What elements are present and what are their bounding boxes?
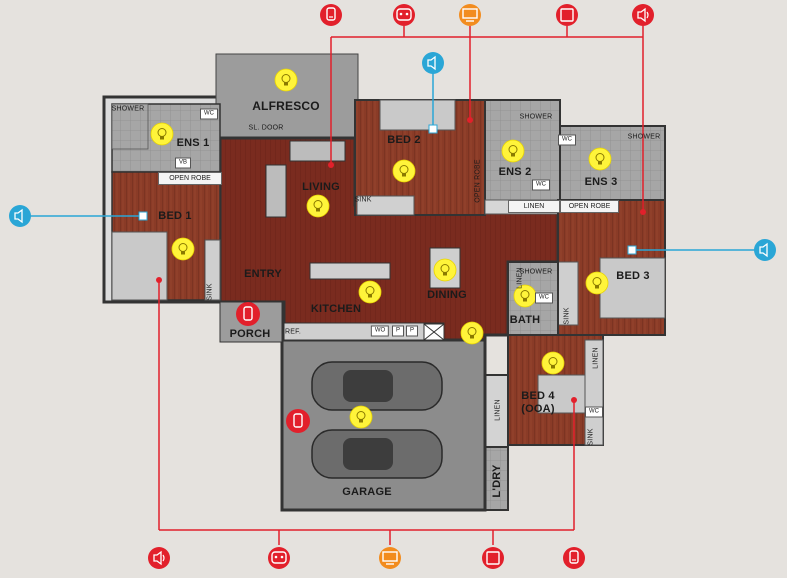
vb-label: VB — [174, 157, 192, 169]
sliding-door-label: SL. DOOR — [248, 124, 284, 132]
wc-label-5: WC — [585, 406, 603, 418]
room-label-bed4: BED 4 — [521, 390, 555, 402]
wc-label-4: WC — [532, 179, 550, 191]
sensor-icon[interactable] — [563, 547, 585, 569]
light-bulb-icon[interactable] — [306, 194, 330, 218]
robot-vacuum-icon[interactable] — [393, 4, 415, 26]
room-label-alfresco: ALFRESCO — [252, 99, 320, 113]
light-bulb-icon[interactable] — [460, 321, 484, 345]
linen-label-1: LINEN — [508, 200, 560, 213]
light-bulb-icon[interactable] — [274, 68, 298, 92]
room-label-bed1: BED 1 — [158, 210, 192, 222]
room-label-entry: ENTRY — [244, 268, 282, 280]
room-label-living: LIVING — [302, 181, 340, 193]
linen-label-2: LINEN — [592, 347, 600, 369]
sensor-icon[interactable] — [320, 4, 342, 26]
light-bulb-icon[interactable] — [358, 280, 382, 304]
robot-vacuum-icon[interactable] — [268, 547, 290, 569]
speaker-icon[interactable] — [422, 52, 444, 74]
light-bulb-icon[interactable] — [588, 147, 612, 171]
linen-label-3: LINEN — [494, 399, 502, 421]
room-label-garage: GARAGE — [342, 486, 392, 498]
shower-label-4: SHOWER — [519, 268, 553, 276]
light-bulb-icon[interactable] — [541, 351, 565, 375]
tv-icon[interactable] — [459, 4, 481, 26]
wc-label-3: WC — [535, 292, 553, 304]
sink-label-3: SINK — [563, 307, 571, 325]
tablet-icon[interactable] — [556, 4, 578, 26]
lights-layer — [150, 68, 612, 429]
room-label-kitchen: KITCHEN — [310, 303, 362, 315]
light-bulb-icon[interactable] — [349, 405, 373, 429]
room-label-bed2: BED 2 — [387, 134, 421, 146]
speaker-icon[interactable] — [632, 4, 654, 26]
room-label-porch: PORCH — [229, 328, 271, 340]
room-label-ens1: ENS 1 — [176, 137, 210, 149]
sink-label-2: SINK — [206, 283, 214, 301]
tv-icon[interactable] — [379, 547, 401, 569]
sink-label-4: SINK — [587, 428, 595, 446]
shower-label-2: SHOWER — [519, 113, 553, 121]
ref-label: REF. — [285, 328, 301, 336]
speaker-icon[interactable] — [9, 205, 31, 227]
open-robe-label-2: OPEN ROBE — [560, 200, 619, 213]
light-bulb-icon[interactable] — [433, 258, 457, 282]
room-label-dining: DINING — [427, 289, 467, 301]
speaker-icon[interactable] — [148, 547, 170, 569]
tablet-icon[interactable] — [482, 547, 504, 569]
light-bulb-icon[interactable] — [585, 271, 609, 295]
room-label-bed3: BED 3 — [616, 270, 650, 282]
speaker-icon[interactable] — [754, 239, 776, 261]
light-bulb-icon[interactable] — [513, 284, 537, 308]
room-label-bath: BATH — [509, 314, 541, 326]
open-robe-vertical-label: OPEN ROBE — [474, 159, 482, 203]
room-label-bed4-ooa: (OOA) — [521, 403, 555, 415]
room-label-ens2: ENS 2 — [498, 166, 532, 178]
light-bulb-icon[interactable] — [392, 159, 416, 183]
sensor-icon[interactable] — [236, 302, 260, 326]
light-bulb-icon[interactable] — [150, 122, 174, 146]
shower-label-1: SHOWER — [111, 105, 145, 113]
room-label-ldry: L'DRY — [491, 464, 503, 498]
wc-label-1: WC — [200, 108, 218, 120]
sensor-icon[interactable] — [286, 409, 310, 433]
room-label-ens3: ENS 3 — [584, 176, 618, 188]
light-bulb-icon[interactable] — [501, 139, 525, 163]
pantry-label-1: P — [391, 325, 405, 337]
open-robe-label-1: OPEN ROBE — [158, 172, 222, 185]
light-bulb-icon[interactable] — [171, 237, 195, 261]
wall-oven-label: WO — [370, 325, 390, 337]
wc-label-2: WC — [558, 134, 576, 146]
pantry-label-2: P — [405, 325, 419, 337]
sink-label-1: SINK — [354, 196, 372, 204]
shower-label-3: SHOWER — [627, 133, 661, 141]
